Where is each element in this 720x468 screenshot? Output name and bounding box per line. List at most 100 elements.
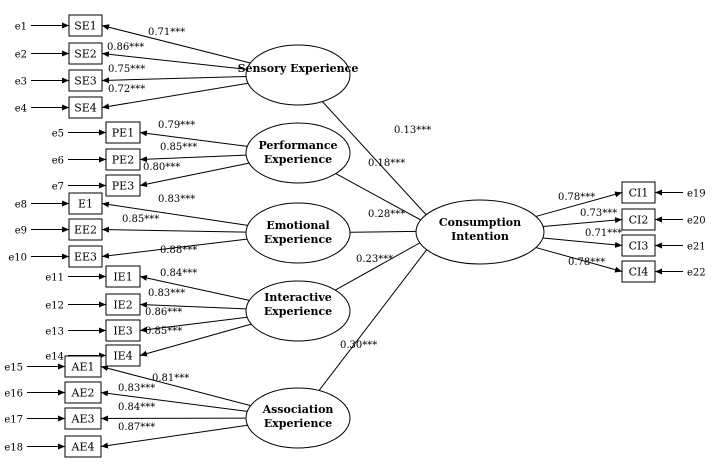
indicator-box-ie1	[105, 265, 141, 288]
error-term-e11: e11	[45, 273, 64, 284]
loading-arrow-ee3	[101, 238, 248, 259]
indicator-label-ae2: AE2	[71, 387, 95, 400]
path-coefficient-ae: 0.30***	[340, 340, 377, 351]
loading-value-ae3: 0.84***	[118, 402, 155, 413]
indicator-box-e1	[68, 192, 103, 215]
loading-arrow-ci2	[542, 217, 623, 227]
loading-value-pe3: 0.80***	[143, 162, 180, 173]
latent-label-ci-2: Intention	[451, 230, 509, 243]
latent-ellipse-se	[245, 44, 351, 106]
loading-arrow-se1	[101, 24, 251, 64]
loading-value-se2: 0.86***	[107, 42, 144, 53]
indicator-box-ee3	[68, 245, 103, 268]
loading-value-ci4: 0.78***	[568, 257, 605, 268]
latent-label-ee-2: Experience	[264, 233, 332, 246]
indicator-box-ee2	[68, 218, 103, 241]
latent-label-ae-2: Experience	[264, 417, 332, 430]
indicator-box-ie4	[105, 344, 141, 367]
error-term-e1: e1	[15, 22, 27, 33]
loading-value-ci3: 0.71***	[585, 228, 622, 239]
indicator-box-pe1	[105, 121, 141, 144]
latent-ellipse-pe	[245, 122, 351, 184]
indicator-label-ie4: IE4	[113, 350, 132, 363]
latent-label-ie-2: Experience	[264, 305, 332, 318]
loading-value-pe2: 0.85***	[160, 142, 197, 153]
loading-arrow-pe1	[139, 130, 248, 147]
loading-arrow-ae1	[100, 365, 251, 407]
error-term-e15: e15	[4, 363, 23, 374]
path-arrow-ae-to-ci	[318, 230, 442, 391]
loading-value-pe1: 0.79***	[158, 120, 195, 131]
indicator-label-ci3: CI3	[629, 240, 649, 253]
loading-arrow-se2	[101, 51, 247, 70]
loading-value-ci1: 0.78***	[558, 192, 595, 203]
error-term-e10: e10	[8, 253, 27, 264]
loading-value-ee3: 0.88***	[160, 245, 197, 256]
loading-value-ie3: 0.86***	[145, 307, 182, 318]
indicator-box-pe2	[105, 148, 141, 171]
loading-arrow-ae2	[100, 390, 248, 412]
latent-ellipse-ci	[415, 199, 545, 265]
loading-arrow-ae4	[100, 424, 248, 449]
indicator-box-se3	[68, 69, 103, 92]
indicator-label-se2: SE2	[74, 48, 97, 61]
loading-arrow-ci1	[535, 191, 623, 217]
loading-arrow-se3	[101, 75, 247, 84]
error-term-e18: e18	[4, 443, 23, 454]
indicator-label-pe2: PE2	[112, 154, 134, 167]
indicator-box-ae1	[64, 355, 102, 378]
indicator-label-se1: SE1	[74, 20, 97, 33]
error-term-e22: e22	[687, 268, 706, 279]
error-term-e12: e12	[45, 301, 64, 312]
latent-label-ae-1: Association	[262, 403, 334, 416]
indicator-box-ci4	[621, 260, 656, 283]
path-arrow-se-to-ci	[321, 101, 442, 232]
loading-arrow-pe2	[139, 154, 247, 163]
latent-label-pe-1: Performance	[258, 139, 337, 152]
indicator-label-ee3: EE3	[74, 251, 97, 264]
loading-value-se1: 0.71***	[148, 27, 185, 38]
indicator-box-ie3	[105, 319, 141, 342]
indicator-box-ci1	[621, 181, 656, 204]
loading-value-ae2: 0.83***	[118, 383, 155, 394]
error-term-e14: e14	[45, 352, 64, 363]
error-term-e19: e19	[687, 189, 706, 200]
loading-arrow-ie1	[139, 275, 250, 301]
loading-value-ie1: 0.84***	[160, 268, 197, 279]
indicator-label-ci4: CI4	[629, 266, 649, 279]
indicator-label-ae3: AE3	[71, 413, 95, 426]
loading-arrow-ie3	[139, 316, 248, 333]
error-term-e7: e7	[52, 182, 64, 193]
indicator-label-ci1: CI1	[629, 187, 649, 200]
error-term-e5: e5	[52, 129, 64, 140]
latent-ellipse-ae	[245, 387, 351, 449]
latent-label-ie-1: Interactive	[264, 291, 332, 304]
indicator-label-se3: SE3	[74, 75, 97, 88]
indicator-label-se4: SE4	[74, 102, 97, 115]
loading-arrow-ci4	[535, 247, 623, 273]
indicator-label-pe3: PE3	[112, 180, 134, 193]
path-coefficient-ee: 0.28***	[368, 209, 405, 220]
path-coefficient-se: 0.13***	[394, 125, 431, 136]
loading-value-ci2: 0.73***	[580, 208, 617, 219]
indicator-box-ae2	[64, 381, 102, 404]
indicator-box-se1	[68, 14, 103, 37]
indicator-label-ae4: AE4	[71, 441, 95, 454]
indicator-label-ae1: AE1	[71, 361, 95, 374]
indicator-label-ie3: IE3	[113, 325, 132, 338]
latent-ellipse-ee	[245, 202, 351, 264]
indicator-label-pe1: PE1	[112, 127, 134, 140]
indicator-label-ie2: IE2	[113, 299, 132, 312]
loading-value-ae1: 0.81***	[152, 373, 189, 384]
error-term-e4: e4	[15, 104, 27, 115]
indicator-box-se2	[68, 42, 103, 65]
loading-value-ie4: 0.85***	[145, 326, 182, 337]
loading-value-ie2: 0.83***	[148, 288, 185, 299]
error-term-e2: e2	[15, 50, 27, 61]
error-term-e20: e20	[687, 216, 706, 227]
error-term-e3: e3	[15, 77, 27, 88]
path-coefficient-pe: 0.18***	[368, 158, 405, 169]
error-term-e17: e17	[4, 415, 23, 426]
indicator-box-ae4	[64, 435, 102, 458]
